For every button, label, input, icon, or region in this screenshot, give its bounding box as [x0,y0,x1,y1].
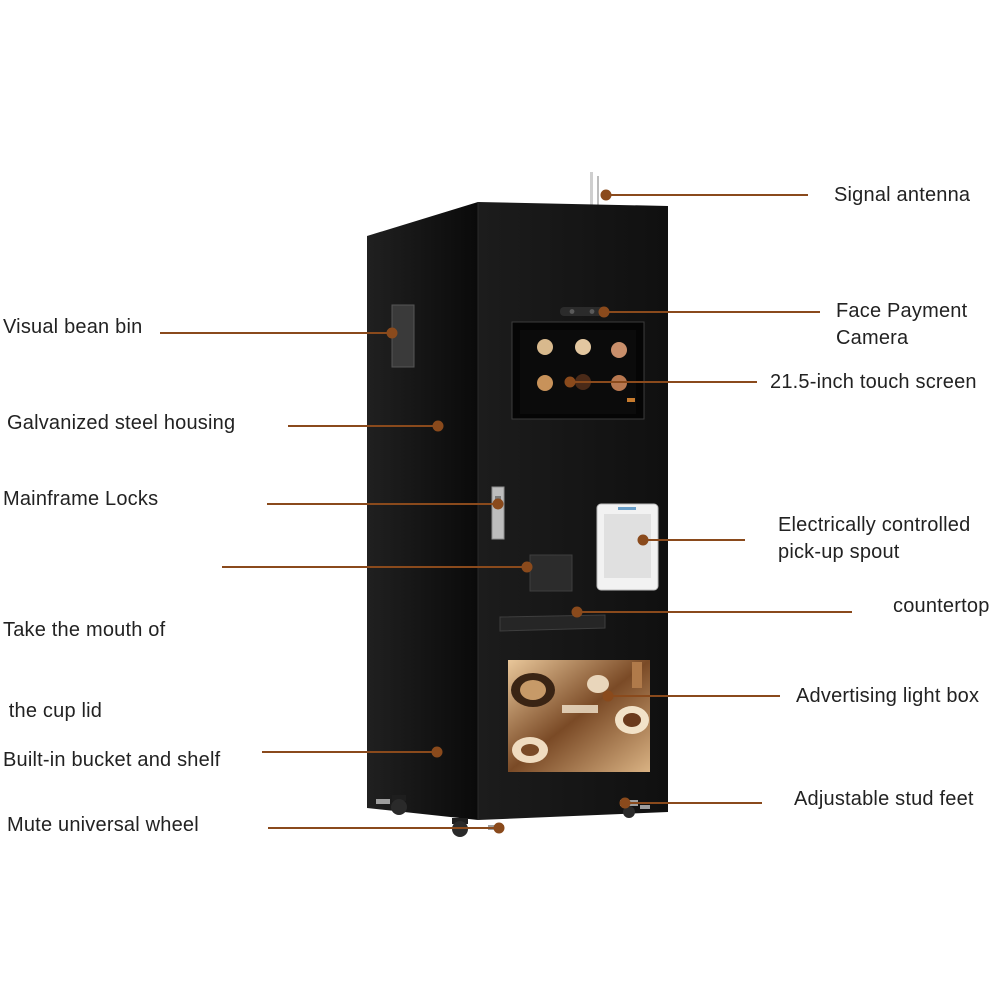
leader-dot-visual-bean-bin [386,327,398,339]
drink-icon [575,339,591,355]
label-galvanized-steel-housing: Galvanized steel housing [7,412,236,434]
touch-screen [511,321,645,420]
pickup-spout [596,503,659,591]
label-mute-universal-wheel: Mute universal wheel [7,814,199,836]
leader-dot-cup-lid-mouth [521,561,533,573]
countertop [499,614,606,632]
drink-icon [611,342,627,358]
leader-dot-built-in-bucket-shelf [431,746,443,758]
label-countertop: countertop [893,595,990,617]
label-visual-bean-bin: Visual bean bin [3,316,143,338]
leader-dot-mute-universal-wheel [493,822,505,834]
label-built-in-bucket-shelf: Built-in bucket and shelf [3,749,221,771]
leader-dot-mainframe-locks [492,498,504,510]
leader-dot-countertop [571,606,583,618]
leader-dot-advertising-light-box [602,690,614,702]
advertising-light-box [508,660,650,772]
leader-lines [160,189,852,834]
label-cup-lid-mouth: Take the mouth of the cup lid [3,619,166,722]
label-signal-antenna: Signal antenna [834,184,971,206]
label-face-payment-camera: Face Payment Camera [836,300,968,349]
label-adjustable-stud-feet: Adjustable stud feet [794,788,974,810]
machine-side-panel [367,202,478,820]
label-pickup-spout: Electrically controlled pick-up spout [778,514,971,563]
leader-dot-signal-antenna [600,189,612,201]
label-advertising-light-box: Advertising light box [796,685,980,707]
drink-icon [537,375,553,391]
label-mainframe-locks: Mainframe Locks [3,488,159,510]
leader-dot-pickup-spout [637,534,649,546]
leader-dot-face-payment-camera [598,306,610,318]
cup-lid-mouth [529,554,573,592]
leader-dot-galvanized-steel-housing [432,420,444,432]
drink-icon [537,339,553,355]
leader-dot-touch-screen [564,376,576,388]
leader-dot-adjustable-stud-feet [619,797,631,809]
face-payment-camera [560,307,608,316]
label-touch-screen: 21.5-inch touch screen [770,371,977,393]
signal-antenna [590,172,599,214]
mainframe-lock [491,486,505,540]
